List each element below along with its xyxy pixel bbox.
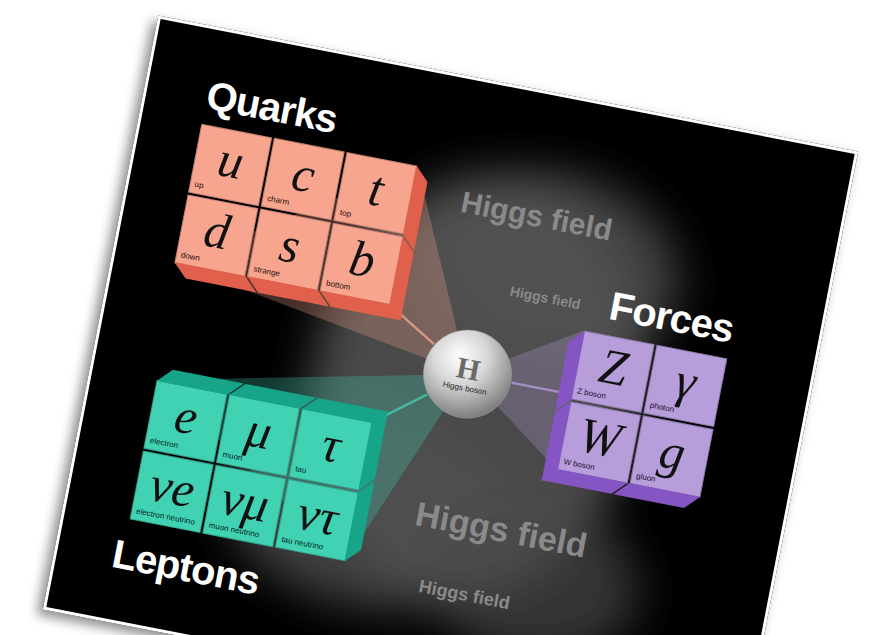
higgs-sphere: HHiggs boson	[414, 321, 520, 427]
particle-cube: ddown	[174, 194, 258, 276]
field-watermark: Higgs field	[458, 185, 615, 247]
label-holder: Higgs field	[508, 283, 581, 312]
particle-cube: γphoton	[643, 344, 727, 426]
particle-block: Leptonseelectronμmuonτtauνeelectron neut…	[118, 379, 372, 617]
particle-cube: νμmuon neutrino	[202, 464, 286, 546]
photo-card: Higgs fieldHiggs fieldHiggs fieldHiggs f…	[42, 15, 857, 635]
cube-side	[403, 165, 427, 250]
cube-side	[344, 481, 374, 561]
cube-side	[613, 483, 700, 508]
particle-cube: ZZ boson	[570, 330, 654, 412]
cube-side	[247, 276, 329, 306]
label-holder: Higgs field	[458, 185, 615, 247]
particle-block: ForcesZZ bosonγphotonWW bosonggluon	[556, 279, 736, 497]
particle-cube: ccharm	[260, 137, 344, 219]
particle-symbol: H	[454, 352, 483, 386]
particle-symbol: u	[195, 127, 266, 191]
label-holder: Higgs field	[417, 576, 511, 613]
particle-cube: ντtau neutrino	[274, 478, 358, 560]
sphere-circle	[415, 322, 518, 425]
particle-cube: uup	[188, 123, 272, 205]
field-watermark: Higgs field	[508, 283, 581, 312]
particle-cube: μmuon	[215, 394, 299, 476]
cube-side	[540, 468, 627, 493]
cube-side	[555, 330, 585, 410]
particle-cube: τtau	[288, 408, 372, 490]
particle-cube: sstrange	[246, 208, 330, 290]
cube-side	[319, 290, 401, 320]
light-beam	[129, 316, 467, 577]
particle-cube: νeelectron neutrino	[129, 450, 213, 532]
label-holder: Higgs field	[412, 495, 590, 565]
cube-side	[174, 262, 256, 292]
particle-block: Quarksuupccharmttopddownsstrangebbottom	[174, 72, 427, 304]
particle-cube: ggluon	[629, 415, 713, 497]
particle-cube: ttop	[333, 151, 417, 233]
node-layer: QuarksuupccharmttopddownsstrangebbottomF…	[46, 19, 854, 635]
particle-cube: eelectron	[143, 379, 227, 461]
field-watermark: Higgs field	[412, 495, 590, 565]
field-watermark: Higgs field	[417, 576, 511, 613]
particle-cube: WW boson	[556, 401, 640, 483]
particle-cube: bbottom	[319, 222, 403, 304]
